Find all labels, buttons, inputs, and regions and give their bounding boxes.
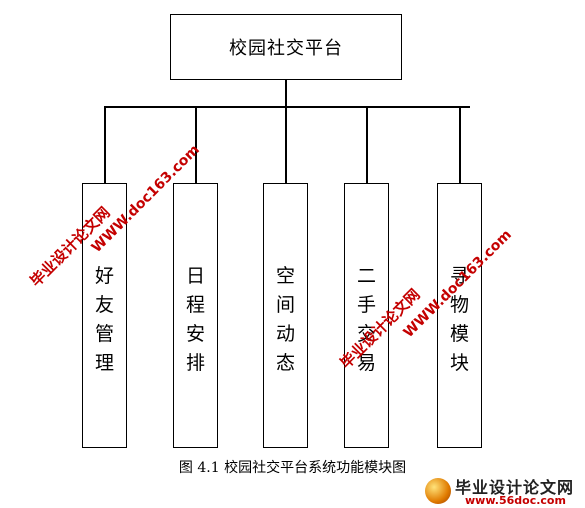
trunk-line bbox=[285, 80, 287, 107]
branch-line-2 bbox=[195, 106, 197, 183]
module-label-char: 间 bbox=[275, 294, 295, 316]
root-node: 校园社交平台 bbox=[170, 14, 402, 80]
module-label-char: 程 bbox=[185, 294, 205, 316]
module-label-char: 易 bbox=[356, 352, 376, 374]
module-label: 二手交易 bbox=[357, 262, 376, 378]
branch-line-3 bbox=[285, 106, 287, 183]
module-label: 好友管理 bbox=[95, 262, 114, 378]
module-label-char: 手 bbox=[356, 294, 376, 316]
module-label: 空间动态 bbox=[276, 262, 295, 378]
module-label-char: 交 bbox=[356, 323, 376, 345]
module-label-char: 排 bbox=[185, 352, 205, 374]
module-label-char: 安 bbox=[185, 323, 205, 345]
logo-url: www.56doc.com bbox=[465, 494, 566, 507]
module-label-char: 二 bbox=[356, 265, 376, 287]
logo-title: 毕业设计论文网 bbox=[455, 478, 575, 497]
site-logo-watermark: 毕业设计论文网 www.56doc.com bbox=[425, 474, 585, 508]
module-label-char: 模 bbox=[449, 323, 469, 345]
root-label: 校园社交平台 bbox=[229, 38, 343, 59]
branch-line-4 bbox=[366, 106, 368, 183]
module-label-char: 空 bbox=[275, 265, 295, 287]
bus-line bbox=[104, 106, 470, 108]
module-label-char: 管 bbox=[94, 323, 114, 345]
branch-line-5 bbox=[459, 106, 461, 183]
module-label-char: 友 bbox=[94, 294, 114, 316]
branch-line-1 bbox=[104, 106, 106, 183]
module-label-char: 动 bbox=[275, 323, 295, 345]
module-label-char: 态 bbox=[275, 352, 295, 374]
module-second-hand-trade: 二手交易 bbox=[344, 183, 389, 448]
module-label-char: 块 bbox=[449, 352, 469, 374]
module-label: 寻物模块 bbox=[450, 262, 469, 378]
module-label-char: 物 bbox=[449, 294, 469, 316]
module-schedule: 日程安排 bbox=[173, 183, 218, 448]
module-friend-management: 好友管理 bbox=[82, 183, 127, 448]
module-label-char: 寻 bbox=[449, 265, 469, 287]
logo-ball-icon bbox=[425, 478, 451, 504]
module-lost-found: 寻物模块 bbox=[437, 183, 482, 448]
module-label-char: 好 bbox=[94, 265, 114, 287]
module-space-feed: 空间动态 bbox=[263, 183, 308, 448]
module-label-char: 日 bbox=[185, 265, 205, 287]
module-label-char: 理 bbox=[94, 352, 114, 374]
module-label: 日程安排 bbox=[186, 262, 205, 378]
figure-caption: 图 4.1 校园社交平台系统功能模块图 bbox=[178, 460, 407, 476]
